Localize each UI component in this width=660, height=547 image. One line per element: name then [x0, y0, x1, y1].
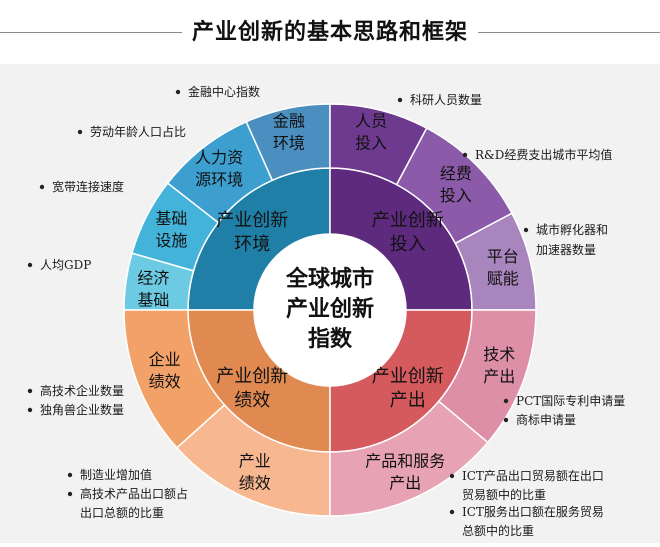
bullet-dot — [449, 509, 455, 515]
bullet-dot — [503, 398, 509, 404]
bullet-dot — [449, 473, 455, 479]
outer-segment-output-1 — [329, 400, 489, 517]
indicator-text: PCT国际专利申请量 — [516, 393, 625, 408]
indicator-text: 城市孵化器和 — [536, 222, 608, 237]
center-circle — [254, 234, 406, 386]
bullet-dot — [462, 152, 468, 158]
outer-segment-environment-3 — [123, 252, 195, 311]
bullet-dot — [27, 262, 33, 268]
segment-label-performance-1: 产业绩效 — [239, 451, 271, 492]
indicator-text: 劳动年龄人口占比 — [90, 124, 186, 139]
indicator-text: 贸易额中的比重 — [462, 487, 546, 502]
inner-label-input: 产业创新投入 — [372, 210, 444, 255]
indicator-text: 高技术产品出口额占 — [80, 486, 188, 501]
indicator-text: 制造业增加值 — [80, 467, 152, 482]
indicator-output-0-1: 商标申请量 — [503, 412, 576, 427]
indicator-input-2-0: 城市孵化器和 — [523, 222, 608, 237]
bullet-dot — [175, 89, 181, 95]
center-title: 全球城市产业创新指数 — [285, 266, 374, 352]
indicator-performance-0-1: 独角兽企业数量 — [27, 402, 124, 417]
indicator-text: R&D经费支出城市平均值 — [475, 147, 612, 162]
bullet-dot — [67, 472, 73, 478]
inner-label-output: 产业创新产出 — [372, 366, 444, 411]
outer-segment-performance-0 — [123, 309, 226, 449]
bullet-dot — [39, 184, 45, 190]
center-hub: 全球城市产业创新指数 — [254, 234, 406, 386]
framework-diagram: 金融环境人力资源环境基础设施经济基础产业创新环境人员投入经费投入平台赋能产业创新… — [27, 84, 625, 538]
outer-segment-environment-2 — [131, 182, 220, 272]
indicator-text: 金融中心指数 — [188, 84, 260, 99]
segment-label-input-0: 人员投入 — [355, 112, 387, 153]
segment-label-output-1: 产品和服务产出 — [365, 451, 445, 492]
diagram-canvas: 金融环境人力资源环境基础设施经济基础产业创新环境人员投入经费投入平台赋能产业创新… — [0, 64, 660, 543]
outer-segment-performance-1 — [175, 403, 331, 517]
inner-label-environment: 产业创新环境 — [216, 210, 288, 255]
indicator-environment-0-0: 金融中心指数 — [175, 84, 260, 99]
indicator-text: ICT服务出口额在服务贸易 — [462, 504, 604, 519]
indicator-input-0-0: 科研人员数量 — [397, 92, 482, 107]
bullet-dot — [77, 129, 83, 135]
outer-segment-environment-1 — [166, 120, 274, 224]
rings — [123, 103, 537, 517]
bullet-dot — [27, 407, 33, 413]
indicator-text: 出口总额的比重 — [80, 505, 164, 520]
indicator-text: 人均GDP — [40, 258, 91, 272]
indicator-text: 商标申请量 — [516, 412, 576, 427]
indicator-output-1-2: ICT服务出口额在服务贸易 — [449, 504, 604, 519]
indicator-text: 科研人员数量 — [410, 92, 482, 107]
indicator-text: 总额中的比重 — [462, 523, 534, 538]
indicator-text: 高技术企业数量 — [40, 383, 124, 398]
bullet-dot — [397, 97, 403, 103]
indicator-text: 加速器数量 — [536, 242, 596, 257]
indicator-performance-1-2: 出口总额的比重 — [80, 505, 164, 520]
segment-label-input-2: 平台赋能 — [487, 247, 519, 288]
segment-label-environment-3: 经济基础 — [137, 268, 169, 309]
indicator-input-1-0: R&D经费支出城市平均值 — [462, 147, 612, 162]
indicator-performance-1-0: 制造业增加值 — [67, 467, 152, 482]
indicator-output-1-0: ICT产品出口贸易额在出口 — [449, 469, 604, 483]
bullet-dot — [523, 227, 529, 233]
bullet-dot — [503, 417, 509, 423]
indicator-performance-0-0: 高技术企业数量 — [27, 383, 124, 398]
indicator-output-0-0: PCT国际专利申请量 — [503, 393, 625, 408]
title-bar: 产业创新的基本思路和框架 — [0, 0, 660, 64]
bullet-dot — [67, 491, 73, 497]
indicator-environment-2-0: 宽带连接速度 — [39, 179, 124, 194]
segment-label-performance-0: 企业绩效 — [149, 350, 181, 391]
segment-label-environment-2: 基础设施 — [155, 209, 187, 250]
indicator-output-1-3: 总额中的比重 — [462, 523, 534, 538]
indicator-performance-1-1: 高技术产品出口额占 — [67, 486, 188, 501]
segment-label-environment-1: 人力资源环境 — [195, 148, 243, 189]
indicator-text: 宽带连接速度 — [52, 179, 124, 194]
ring-labels: 金融环境人力资源环境基础设施经济基础产业创新环境人员投入经费投入平台赋能产业创新… — [137, 112, 518, 493]
segment-label-environment-0: 金融环境 — [273, 112, 305, 153]
indicator-environment-3-0: 人均GDP — [27, 258, 91, 272]
segment-label-input-1: 经费投入 — [440, 164, 472, 205]
bullet-dot — [27, 388, 33, 394]
inner-label-performance: 产业创新绩效 — [216, 366, 288, 411]
segment-label-output-0: 技术产出 — [483, 345, 515, 386]
indicator-text: ICT产品出口贸易额在出口 — [462, 469, 604, 483]
page-title: 产业创新的基本思路和框架 — [0, 14, 660, 46]
indicator-environment-1-0: 劳动年龄人口占比 — [77, 124, 186, 139]
indicator-text: 独角兽企业数量 — [40, 402, 124, 417]
indicator-input-2-1: 加速器数量 — [536, 242, 596, 257]
indicator-output-1-1: 贸易额中的比重 — [462, 487, 546, 502]
